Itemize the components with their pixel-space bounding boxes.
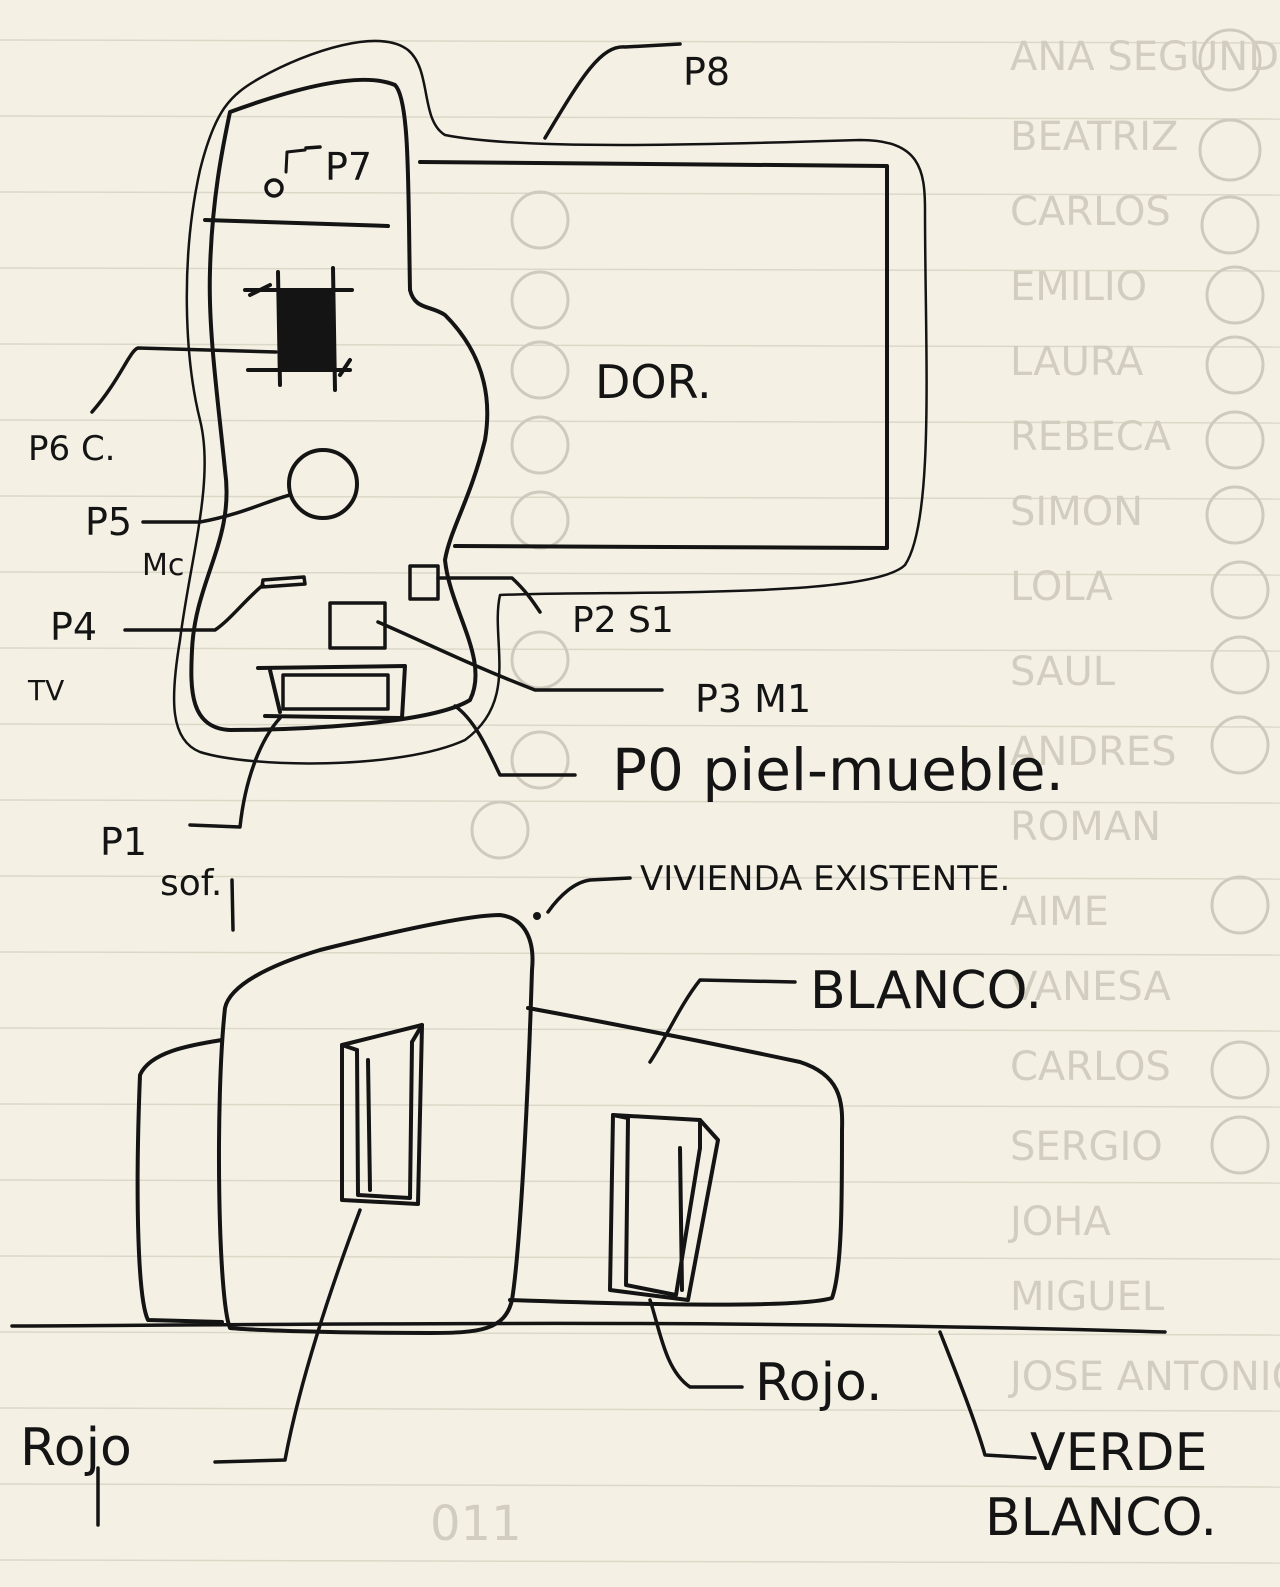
outer-skin-outline xyxy=(172,39,928,765)
svg-text:LOLA: LOLA xyxy=(1010,564,1114,610)
svg-text:EMILIO: EMILIO xyxy=(1010,264,1147,310)
plan-leader-lines xyxy=(90,42,682,932)
p6-hatched-square xyxy=(278,288,333,368)
floor-plan: P8 P7 P6 C. DOR. P5 Mc P4 TV P2 S1 P3 M1… xyxy=(27,39,1064,932)
right-block xyxy=(508,1006,845,1307)
ruled-line xyxy=(0,1483,1280,1488)
svg-text:AIME: AIME xyxy=(1010,889,1109,935)
svg-text:ROMAN: ROMAN xyxy=(1010,804,1161,850)
svg-text:ANDRES: ANDRES xyxy=(1010,729,1177,775)
ruled-line xyxy=(0,799,1280,804)
ruled-line xyxy=(0,39,1280,44)
left-window xyxy=(340,1023,424,1206)
svg-text:BEATRIZ: BEATRIZ xyxy=(1010,114,1178,160)
elevation-leader-lines xyxy=(96,876,1037,1527)
ruled-line xyxy=(0,191,1280,196)
label-p4: P4 xyxy=(50,605,97,649)
p7-small-circle-icon xyxy=(264,178,284,198)
svg-text:ANA SEGUNDO: ANA SEGUNDO xyxy=(1010,34,1280,80)
ruled-line xyxy=(0,875,1280,880)
svg-text:VANESA: VANESA xyxy=(1010,964,1171,1010)
ruled-line xyxy=(0,1331,1280,1336)
svg-text:SERGIO: SERGIO xyxy=(1010,1124,1163,1170)
ruled-line xyxy=(0,1407,1280,1412)
svg-text:011: 011 xyxy=(430,1496,522,1552)
label-p3: P3 M1 xyxy=(695,677,811,721)
right-window xyxy=(608,1113,720,1302)
ruled-line xyxy=(0,647,1280,652)
label-rojo-right: Rojo. xyxy=(755,1353,883,1413)
ruled-line xyxy=(0,1559,1280,1564)
svg-text:CARLOS: CARLOS xyxy=(1010,189,1171,235)
label-p8: P8 xyxy=(683,50,730,94)
p6-frame-lines xyxy=(243,266,354,392)
main-tilted-block xyxy=(216,913,535,1335)
label-p4-note: TV xyxy=(27,674,64,707)
svg-text:SAUL: SAUL xyxy=(1010,649,1116,695)
label-rojo-left: Rojo xyxy=(20,1418,132,1478)
ruled-line xyxy=(0,495,1280,500)
left-block xyxy=(135,1038,224,1324)
p1-sofa xyxy=(256,664,407,720)
svg-text:SIMON: SIMON xyxy=(1010,489,1143,535)
label-p5: P5 xyxy=(85,500,132,544)
label-vivienda-existente: VIVIENDA EXISTENTE. xyxy=(640,859,1010,899)
svg-text:REBECA: REBECA xyxy=(1010,414,1172,460)
ruled-line xyxy=(0,951,1280,956)
p5-round-table-icon xyxy=(287,448,359,520)
ruled-line xyxy=(0,571,1280,576)
svg-text:JOHA: JOHA xyxy=(1007,1199,1111,1245)
label-p5-note: Mc xyxy=(142,548,184,583)
svg-text:JOSE ANTONIO: JOSE ANTONIO xyxy=(1007,1354,1280,1400)
roof-dot-marker xyxy=(533,912,541,920)
label-p6: P6 C. xyxy=(28,429,116,469)
label-p1-note: sof. xyxy=(160,863,222,904)
ground-line xyxy=(10,1321,1167,1334)
p7-tick xyxy=(284,148,307,174)
ruled-line xyxy=(0,419,1280,424)
elevation: VIVIENDA EXISTENTE. BLANCO. Rojo Rojo. V… xyxy=(10,859,1217,1548)
ruled-line xyxy=(0,1255,1280,1260)
svg-text:CARLOS: CARLOS xyxy=(1010,1044,1171,1090)
p7-divider-line xyxy=(203,218,390,228)
label-dor: DOR. xyxy=(595,355,712,409)
p3-rectangle xyxy=(328,601,387,650)
svg-text:LAURA: LAURA xyxy=(1010,339,1144,385)
ghost-bleed-through: ANA SEGUNDO BEATRIZ CARLOS EMILIO LAURA … xyxy=(430,28,1280,1552)
p4-tv-bar xyxy=(260,575,307,589)
ruled-line xyxy=(0,723,1280,728)
label-p0: P0 piel-mueble. xyxy=(612,736,1064,804)
bedroom-rectangle xyxy=(418,160,889,550)
inner-body-outline xyxy=(189,77,490,732)
label-p2: P2 S1 xyxy=(572,600,674,641)
ruled-line xyxy=(0,1179,1280,1184)
label-p7: P7 xyxy=(325,145,372,189)
ruled-line xyxy=(0,267,1280,272)
label-blanco: BLANCO. xyxy=(810,961,1042,1021)
label-p1: P1 xyxy=(100,820,147,864)
label-verde: VERDE xyxy=(1030,1423,1207,1483)
p2-small-square xyxy=(408,564,440,601)
ruled-line xyxy=(0,1103,1280,1108)
label-blanco-bottom: BLANCO. xyxy=(985,1488,1217,1548)
ruled-line xyxy=(0,115,1280,120)
svg-text:MIGUEL: MIGUEL xyxy=(1010,1274,1165,1320)
